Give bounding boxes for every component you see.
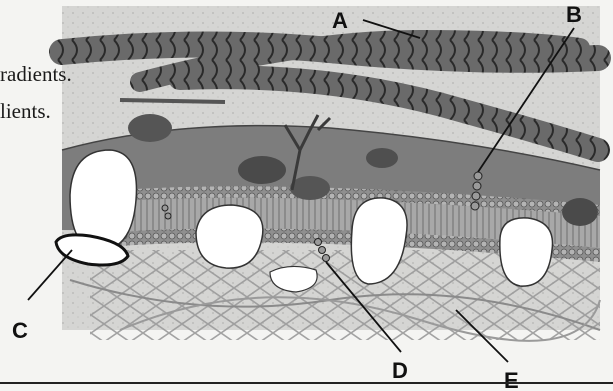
partial-text-line-2: lients. bbox=[0, 99, 51, 124]
label-d: D bbox=[392, 358, 408, 383]
label-b: B bbox=[566, 2, 582, 27]
partial-text-line-1: radients. bbox=[0, 62, 72, 87]
label-c: C bbox=[12, 318, 28, 343]
label-e: E bbox=[504, 368, 519, 391]
label-a: A bbox=[332, 8, 348, 33]
